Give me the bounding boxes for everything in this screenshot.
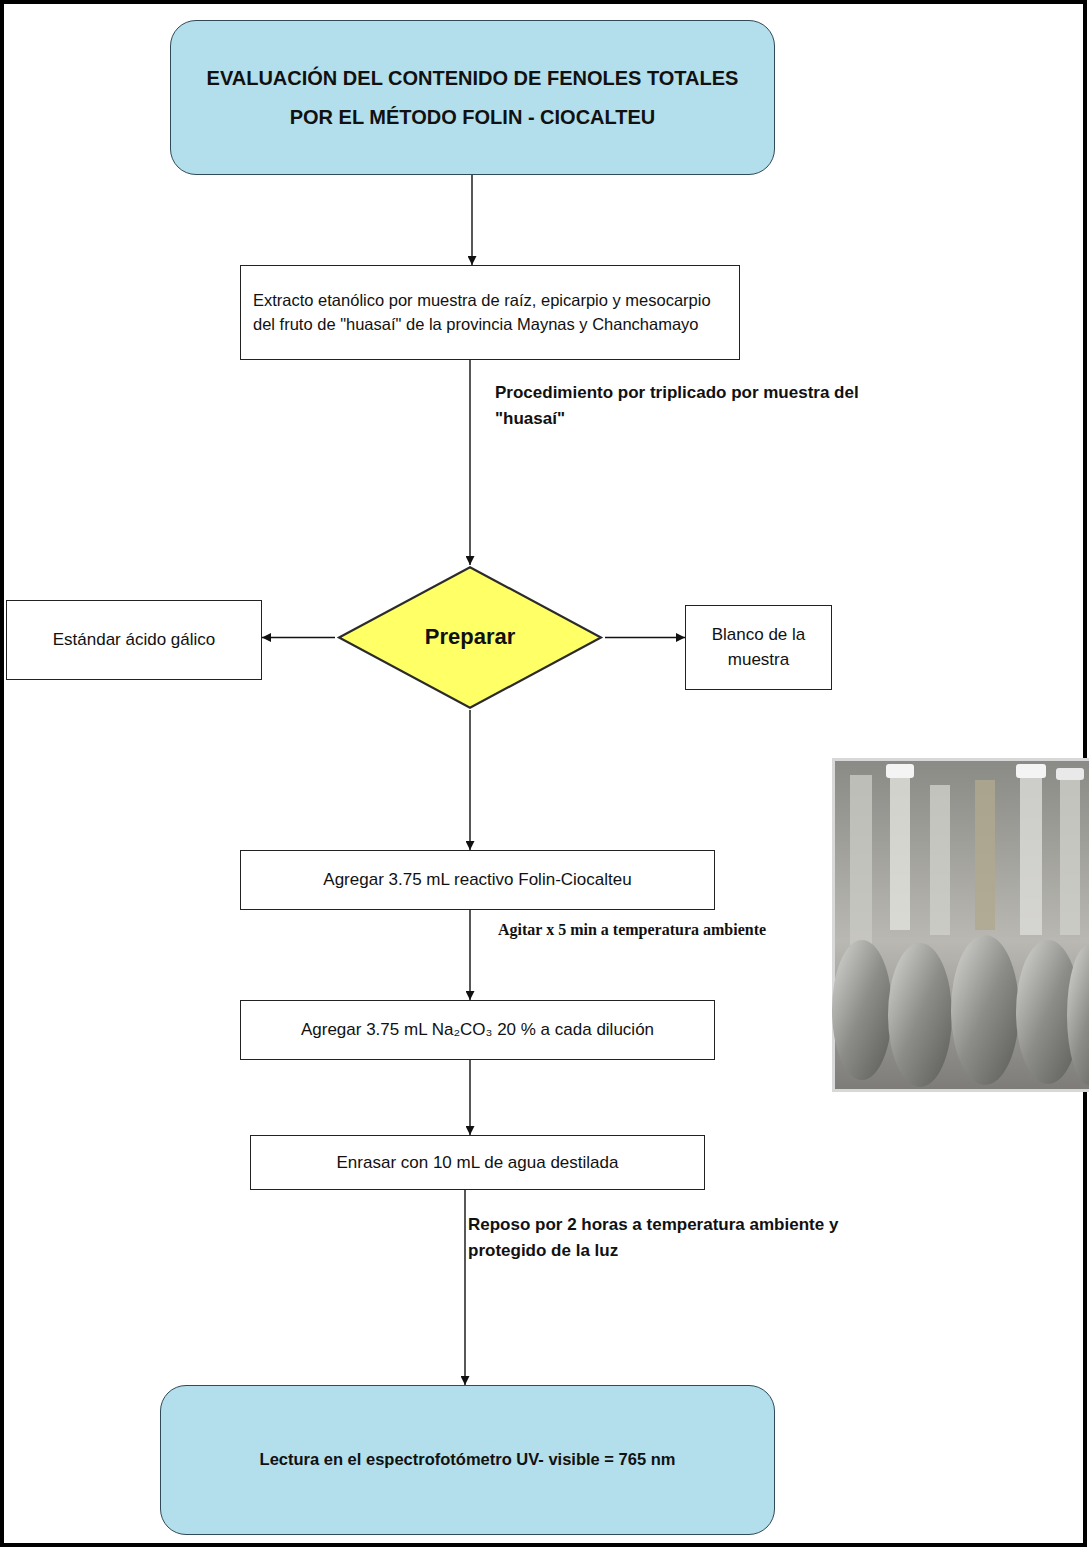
node-text: Enrasar con 10 mL de agua destilada [337, 1151, 619, 1175]
flow-arrow [471, 175, 472, 265]
flow-arrow [469, 1060, 470, 1135]
node-text: Lectura en el espectrofotómetro UV- visi… [260, 1448, 676, 1471]
process-box: Agregar 3.75 mL Na₂CO₃ 20 % a cada diluc… [240, 1000, 715, 1060]
node-text: Agregar 3.75 mL reactivo Folin-Ciocalteu [323, 868, 631, 892]
process-box: Extracto etanólico por muestra de raíz, … [240, 265, 740, 360]
flow-arrow [464, 1190, 465, 1385]
node-text: Preparar [425, 624, 516, 650]
edge-label: Procedimiento por triplicado por muestra… [495, 380, 905, 433]
edge-label: Agitar x 5 min a temperatura ambiente [498, 918, 838, 943]
flow-arrow [469, 910, 470, 1000]
node-text: Extracto etanólico por muestra de raíz, … [253, 289, 727, 337]
node-text: Agregar 3.75 mL Na₂CO₃ 20 % a cada diluc… [301, 1018, 654, 1042]
flow-arrow [469, 710, 470, 850]
flow-arrow [605, 637, 685, 638]
flask-photo [832, 758, 1089, 1092]
diamond-outline [335, 565, 605, 710]
title-box: EVALUACIÓN DEL CONTENIDO DE FENOLES TOTA… [170, 20, 775, 175]
node-text: EVALUACIÓN DEL CONTENIDO DE FENOLES TOTA… [189, 59, 756, 137]
node-text: Estándar ácido gálico [53, 628, 216, 652]
decision-diamond: Preparar [335, 565, 605, 710]
flow-arrow [469, 360, 470, 565]
edge-label: Reposo por 2 horas a temperatura ambient… [468, 1212, 918, 1265]
node-text: Blanco de la muestra [698, 623, 819, 672]
terminal-box: Lectura en el espectrofotómetro UV- visi… [160, 1385, 775, 1535]
process-box: Enrasar con 10 mL de agua destilada [250, 1135, 705, 1190]
process-box: Agregar 3.75 mL reactivo Folin-Ciocalteu [240, 850, 715, 910]
flow-arrow [262, 637, 335, 638]
process-box: Blanco de la muestra [685, 605, 832, 690]
process-box: Estándar ácido gálico [6, 600, 262, 680]
